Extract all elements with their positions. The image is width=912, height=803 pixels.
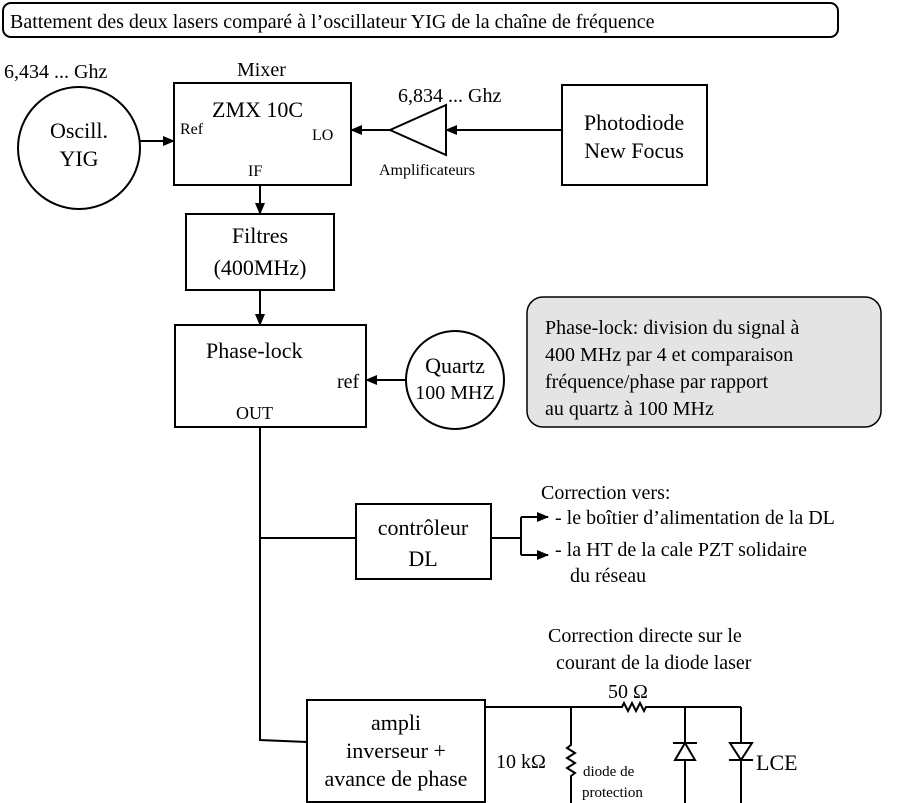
protection-diode-line1: diode de bbox=[583, 764, 635, 780]
photodiode-line1: Photodiode bbox=[584, 110, 684, 135]
quartz-line2: 100 MHZ bbox=[415, 382, 494, 404]
note-line3: fréquence/phase par rapport bbox=[545, 371, 769, 393]
protection-diode bbox=[673, 707, 697, 803]
quartz-oscillator: Quartz 100 MHZ bbox=[405, 330, 505, 430]
controller-box: contrôleur DL bbox=[355, 503, 492, 580]
yig-label-line1: Oscill. bbox=[50, 118, 108, 143]
filter-box: Filtres (400MHz) bbox=[185, 213, 335, 291]
mixer-label: Mixer bbox=[237, 59, 286, 81]
resistor-shunt-label: 10 kΩ bbox=[496, 751, 546, 773]
mixer-port-ref: Ref bbox=[180, 121, 204, 138]
lce-laser-diode bbox=[728, 707, 754, 803]
freq-label-right: 6,834 ... Ghz bbox=[398, 85, 501, 107]
correction-vers-item2-cont: du réseau bbox=[570, 565, 646, 587]
title-banner: Battement des deux lasers comparé à l’os… bbox=[2, 2, 839, 38]
phase-lock-port-out: OUT bbox=[236, 403, 273, 423]
filter-line1: Filtres bbox=[232, 223, 288, 248]
note-line2: 400 MHz par 4 et comparaison bbox=[545, 344, 793, 366]
diagram-title: Battement des deux lasers comparé à l’os… bbox=[10, 11, 655, 33]
ampli-box: ampli inverseur + avance de phase bbox=[306, 699, 486, 803]
mixer-port-lo: LO bbox=[312, 127, 333, 144]
phase-lock-box: Phase-lock ref OUT bbox=[174, 324, 367, 428]
correction-vers-item1: - le boîtier d’alimentation de la DL bbox=[555, 507, 835, 529]
correction-directe-line2: courant de la diode laser bbox=[556, 652, 752, 674]
shunt-resistor bbox=[565, 707, 577, 803]
mixer-model: ZMX 10C bbox=[212, 97, 303, 122]
amplifier-label: Amplificateurs bbox=[379, 162, 475, 179]
correction-directe-line1: Correction directe sur le bbox=[548, 625, 742, 647]
resistor-series-label: 50 Ω bbox=[608, 681, 648, 703]
protection-diode-line2: protection bbox=[582, 785, 643, 801]
mixer-box: ZMX 10C Ref LO IF bbox=[173, 82, 352, 186]
phaselock-out-line bbox=[259, 427, 308, 743]
ampli-line2: inverseur + bbox=[346, 738, 446, 763]
freq-label-left: 6,434 ... Ghz bbox=[4, 61, 107, 83]
correction-vers-heading: Correction vers: bbox=[541, 482, 670, 504]
mixer-port-if: IF bbox=[248, 163, 262, 180]
phase-lock-label: Phase-lock bbox=[206, 338, 303, 363]
photodiode-box: Photodiode New Focus bbox=[561, 84, 708, 186]
output-bus-with-series-resistor bbox=[485, 700, 741, 714]
controller-line2: DL bbox=[408, 546, 437, 571]
phase-lock-port-ref: ref bbox=[337, 371, 360, 393]
ampli-line1: ampli bbox=[371, 710, 421, 735]
controller-line1: contrôleur bbox=[378, 515, 469, 540]
quartz-line1: Quartz bbox=[425, 353, 485, 378]
yig-label-line2: YIG bbox=[59, 146, 98, 171]
lce-label: LCE bbox=[756, 750, 798, 775]
photodiode-line2: New Focus bbox=[584, 138, 684, 163]
note-line1: Phase-lock: division du signal à bbox=[545, 317, 800, 339]
ampli-line3: avance de phase bbox=[325, 766, 468, 791]
note-line4: au quartz à 100 MHz bbox=[545, 398, 714, 420]
correction-vers-item2: - la HT de la cale PZT solidaire bbox=[555, 539, 807, 561]
amplifier: Amplificateurs bbox=[379, 103, 475, 179]
phase-lock-note: Phase-lock: division du signal à 400 MHz… bbox=[526, 296, 882, 428]
yig-oscillator: Oscill. YIG bbox=[17, 86, 141, 210]
filter-line2: (400MHz) bbox=[214, 255, 307, 280]
